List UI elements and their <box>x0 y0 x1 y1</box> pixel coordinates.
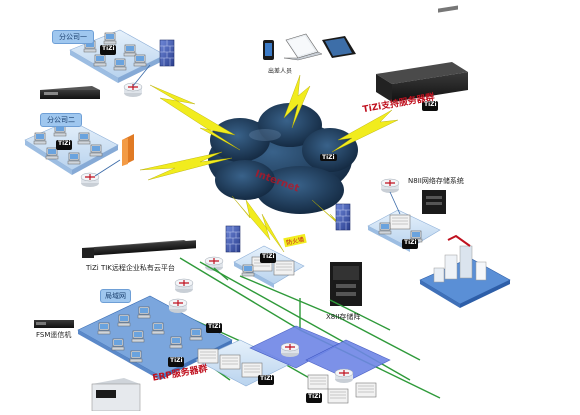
lan-network <box>77 295 233 380</box>
tablet-icon <box>322 36 356 58</box>
storage-icon <box>330 262 362 306</box>
laptop-icon <box>283 33 323 61</box>
lightning-icon <box>139 74 399 253</box>
server-icon <box>91 378 141 412</box>
nas-lan <box>367 209 441 252</box>
branch2-network <box>24 119 134 188</box>
erp-cluster <box>195 325 391 404</box>
firewall-icon <box>122 134 134 166</box>
phone-icon <box>263 40 274 60</box>
firewall-icon <box>225 225 241 253</box>
router-icon <box>380 178 400 194</box>
firewall-icon <box>159 39 175 67</box>
tizi-badge-text: TiZi <box>262 253 275 260</box>
branch1-label: 分公司一 <box>52 30 94 44</box>
tizi-badge-text: TiZi <box>260 375 273 382</box>
central-lan <box>233 245 305 288</box>
tizi-badge-text: TiZi <box>170 357 183 364</box>
tizi-badge-text: TiZi <box>58 140 71 147</box>
city-block <box>419 234 511 308</box>
branch2-label: 分公司二 <box>40 113 82 127</box>
tizi-badge-text: TiZi <box>424 101 437 108</box>
server-icon <box>34 320 74 328</box>
cloud-icon <box>208 103 358 214</box>
tizi-badge-text: TiZi <box>102 45 115 52</box>
server-icon <box>82 240 196 258</box>
router-icon <box>168 298 188 314</box>
server-icon <box>376 5 468 102</box>
storage-icon <box>422 190 446 214</box>
tizi-badge-text: TiZi <box>208 323 221 330</box>
firewall-icon <box>335 203 351 231</box>
n8-nas-label: N8II网络存储系统 <box>408 177 464 185</box>
tizi-badge-text: TiZi <box>404 239 417 246</box>
router-icon <box>174 278 194 294</box>
tizi-badge-text: TiZi <box>308 393 321 400</box>
tizi-badge-text: TiZi <box>320 154 337 161</box>
mobile-users-label: 出差人员 <box>268 68 293 75</box>
x8-storage-label: X8II存储阵 <box>326 313 361 321</box>
tizi-cloud-platform-label: TiZi TIK远程企业私有云平台 <box>86 264 175 272</box>
lan-label: 局域网 <box>100 289 131 303</box>
router-icon <box>123 82 143 98</box>
fsm-device-label: FSM遥信机 <box>36 331 72 339</box>
server-icon <box>40 86 100 99</box>
